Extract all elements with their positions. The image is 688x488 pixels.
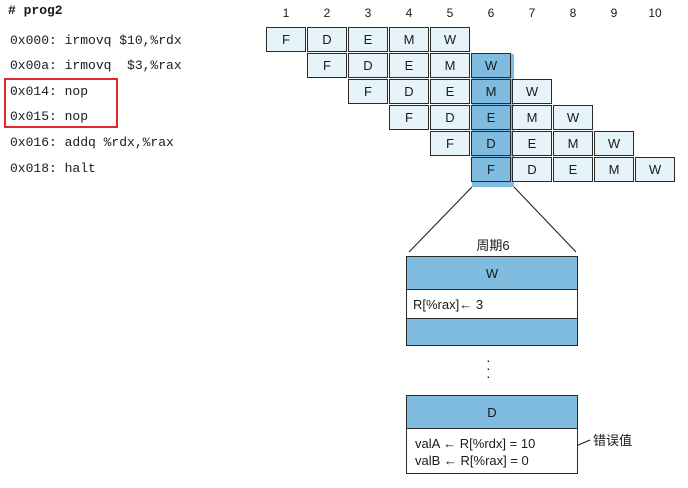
register-bottom-bar	[407, 319, 577, 345]
stage-cell: W	[594, 131, 634, 156]
cycle-number: 1	[282, 6, 290, 20]
cycle-number: 8	[569, 6, 577, 20]
stage-cell: E	[430, 79, 470, 104]
register-write-line: R[%rax]← 3	[413, 296, 484, 312]
valb-line: valB ← R[%rax] = 0	[415, 453, 529, 468]
stage-cell: F	[307, 53, 347, 78]
stage-cell: W	[553, 105, 593, 130]
instruction-line: 0x016: addq %rdx,%rax	[10, 135, 174, 150]
stage-cell: F	[389, 105, 429, 130]
stage-cell: M	[471, 79, 511, 104]
stage-cell: M	[553, 131, 593, 156]
instruction-line: 0x015: nop	[10, 109, 89, 124]
stage-cell: M	[389, 27, 429, 52]
stage-cell: D	[512, 157, 552, 182]
cycle-number: 4	[405, 6, 413, 20]
nop-highlight-box	[4, 78, 118, 128]
stage-cell: D	[389, 79, 429, 104]
program-title: # prog2	[8, 3, 63, 18]
cycle-number: 10	[648, 6, 662, 20]
stage-cell: E	[471, 105, 511, 130]
instruction-line: 0x00a: irmovq $3,%rax	[10, 58, 182, 73]
stage-cell: W	[430, 27, 470, 52]
instruction-line: 0x000: irmovq $10,%rdx	[10, 33, 182, 48]
stage-cell: D	[430, 105, 470, 130]
stage-cell: M	[430, 53, 470, 78]
stage-cell: E	[512, 131, 552, 156]
stage-cell: E	[553, 157, 593, 182]
stage-label: W	[407, 257, 577, 289]
cycle-number: 2	[323, 6, 331, 20]
stage-cell: M	[594, 157, 634, 182]
instruction-line: 0x018: halt	[10, 161, 96, 176]
stage-cell: M	[512, 105, 552, 130]
stage-cell: F	[430, 131, 470, 156]
cycle-number: 5	[446, 6, 454, 20]
stage-cell: E	[389, 53, 429, 78]
stage-label: D	[407, 396, 577, 428]
stage-cell: E	[348, 27, 388, 52]
vala-line: valA ← R[%rdx] = 10	[415, 436, 536, 451]
stage-cell: W	[635, 157, 675, 182]
stage-cell: W	[471, 53, 511, 78]
stage-cell: F	[266, 27, 306, 52]
cycle-number: 3	[364, 6, 372, 20]
stage-cell: F	[348, 79, 388, 104]
cycle-number: 6	[487, 6, 495, 20]
stage-cell: D	[307, 27, 347, 52]
cycle-number: 9	[610, 6, 618, 20]
decode-stage-register: D valA ← R[%rdx] = 10 valB ← R[%rax] = 0	[406, 395, 578, 474]
cycle-number: 7	[528, 6, 536, 20]
stage-cell: D	[348, 53, 388, 78]
error-value-label: 错误值	[593, 433, 633, 448]
stage-cell: F	[471, 157, 511, 182]
cycle-6-title: 周期6	[476, 238, 510, 253]
stage-cell: D	[471, 131, 511, 156]
write-stage-register: W R[%rax]← 3	[406, 256, 578, 346]
instruction-line: 0x014: nop	[10, 84, 89, 99]
stage-cell: W	[512, 79, 552, 104]
ellipsis-dots: ···	[486, 352, 491, 384]
